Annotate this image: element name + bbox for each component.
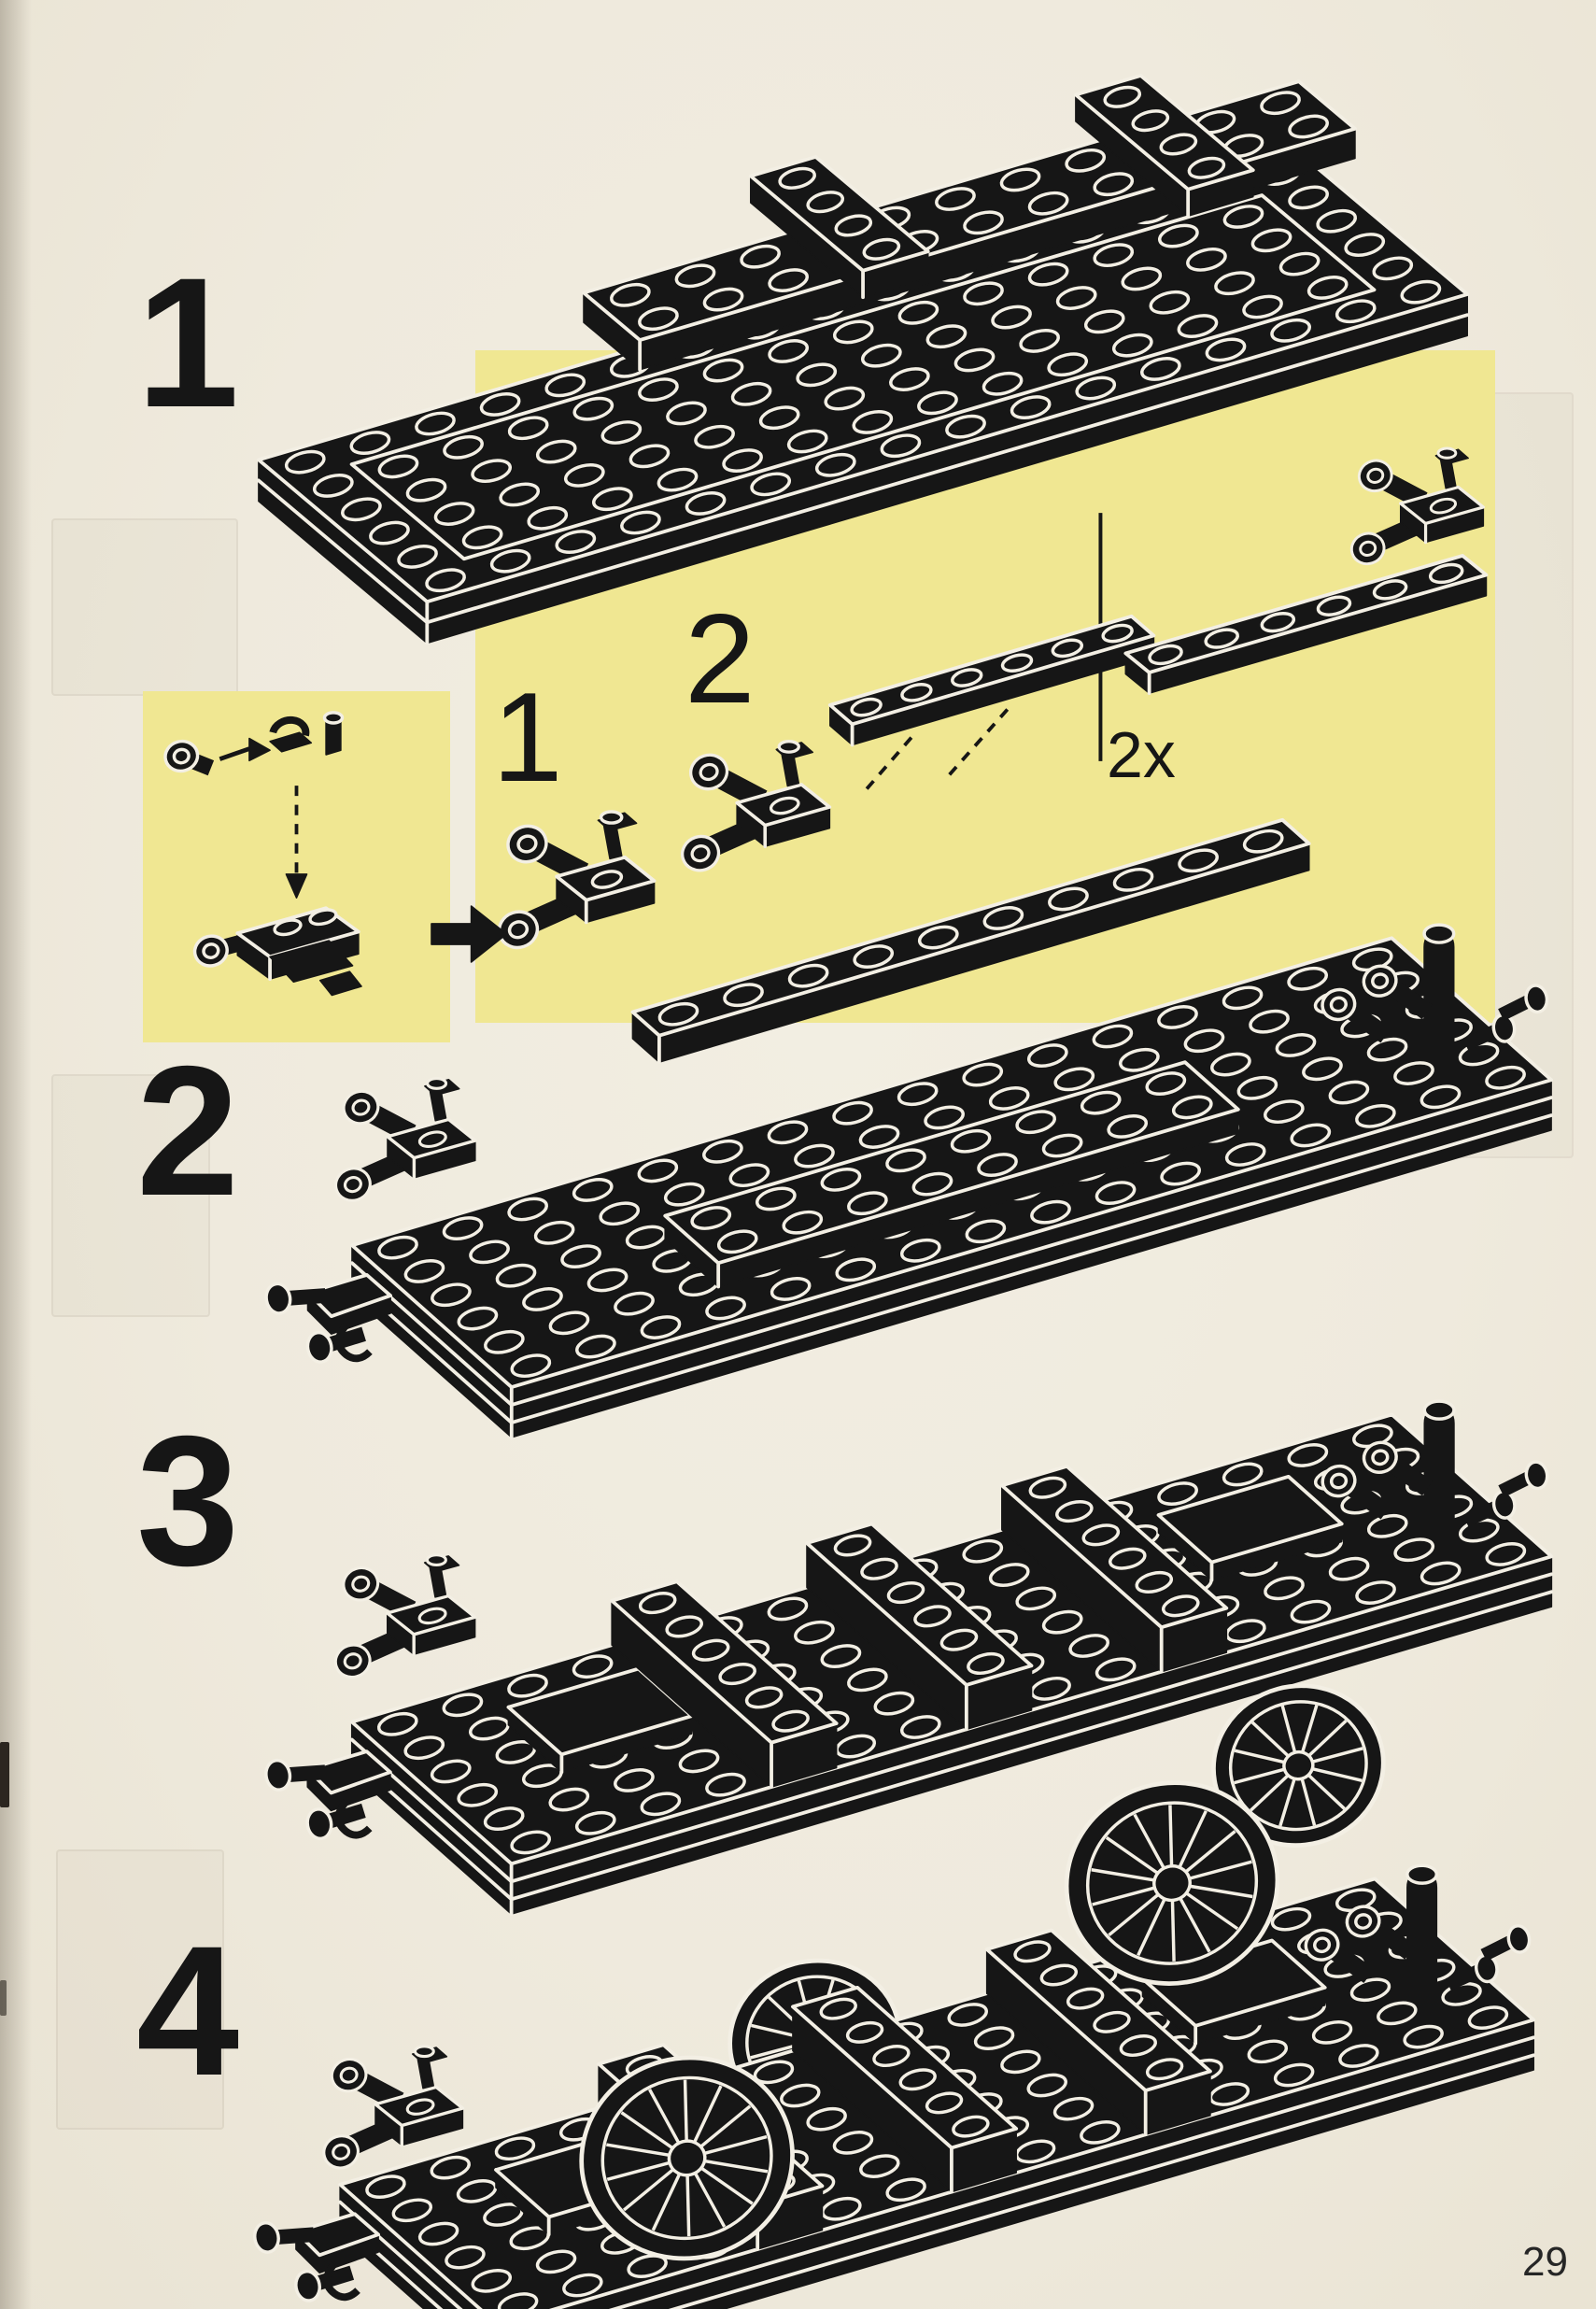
subassembly-panel-illustration — [475, 350, 1495, 1023]
rear-far-wheel — [1211, 1683, 1386, 1848]
callout-cylinder-part — [163, 739, 215, 776]
callout-arrow-icon — [219, 737, 271, 762]
slope-wedge — [506, 1666, 694, 1775]
panel-quantity-label: 2x — [1107, 718, 1176, 791]
dashed-down-arrow-icon — [285, 786, 308, 899]
cross-wall — [610, 1579, 839, 1789]
bleedthrough-ghost — [51, 1074, 210, 1317]
rear-post-detail — [1321, 923, 1549, 1057]
step-1-illustration — [257, 73, 1470, 645]
rear-post-detail — [1321, 1399, 1549, 1534]
detail-callout-box — [143, 691, 450, 1042]
callout-pin-part — [322, 711, 345, 756]
cross-wall — [791, 1985, 1019, 2194]
cross-wall — [805, 1522, 1034, 1732]
step-3-number: 3 — [136, 1397, 239, 1604]
page-edge-mark — [0, 1742, 9, 1807]
panel-substep-2-label: 2 — [685, 588, 756, 730]
base-plate — [257, 150, 1470, 645]
detail-callout-illustration — [163, 711, 362, 997]
coupling-hook — [323, 2261, 360, 2302]
step-1-number: 1 — [136, 239, 239, 446]
slope-wedge — [1156, 1474, 1344, 1582]
dashed-guide-lines — [861, 708, 1010, 795]
binding-shadow — [0, 0, 32, 2309]
front-buffer-detail — [264, 1079, 475, 1364]
bleedthrough-ghost — [51, 518, 238, 696]
cross-plate-assembly — [582, 73, 1357, 372]
front-near-wheel — [579, 2055, 795, 2261]
front-buffer-detail — [253, 2047, 462, 2302]
step-3-illustration — [264, 1399, 1554, 1917]
front-buffer-detail — [264, 1555, 474, 1841]
callout-clip-part — [269, 715, 313, 753]
floating-deck-plate — [630, 817, 1311, 1065]
step-2-number: 2 — [136, 1027, 239, 1234]
assembly-arrow-icon — [431, 905, 508, 963]
callout-bracket-assembly — [192, 906, 362, 997]
chassis-body — [350, 936, 1553, 1439]
step-2-illustration — [264, 817, 1553, 1439]
panel-substep-2-parts — [678, 614, 1156, 875]
rear-post-detail — [1304, 1863, 1532, 1998]
cross-wall — [999, 1464, 1229, 1674]
cross-wall — [984, 1928, 1212, 2137]
coupling-hook — [334, 1799, 373, 1839]
page-number: 29 — [1522, 2239, 1568, 2285]
step-4-number: 4 — [136, 1907, 239, 2114]
rear-near-wheel — [1064, 1780, 1280, 1986]
bleedthrough-ghost — [56, 1849, 224, 2130]
panel-finished-subassembly — [1123, 448, 1486, 696]
page-edge-mark — [0, 1980, 7, 2016]
panel-substep-1-label: 1 — [492, 666, 563, 808]
coupling-hook — [334, 1323, 373, 1363]
step-4-illustration — [253, 1683, 1536, 2309]
